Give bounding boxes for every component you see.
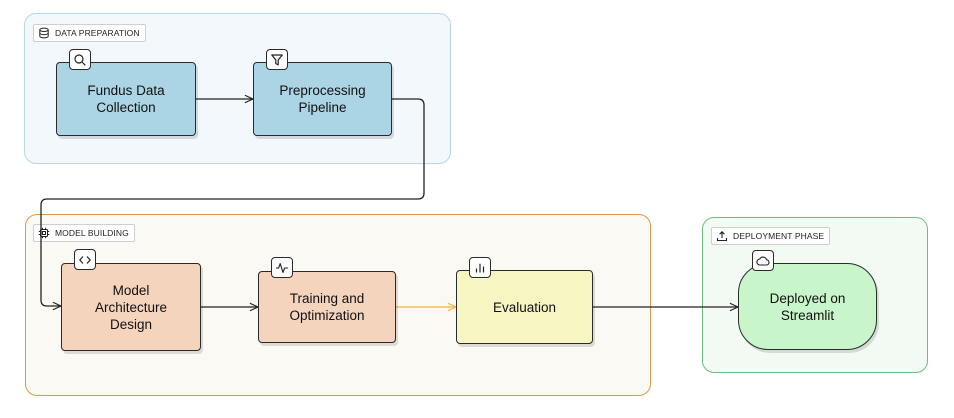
- node-model-architecture-design[interactable]: Model Architecture Design: [61, 263, 201, 351]
- model-building-title: MODEL BUILDING: [55, 228, 129, 238]
- search-icon: [74, 53, 86, 66]
- deployment-badge: [752, 250, 774, 271]
- node-evaluation[interactable]: Evaluation: [456, 270, 593, 344]
- deployment-phase-title: DEPLOYMENT PHASE: [733, 231, 825, 241]
- preprocessing-badge: [266, 49, 288, 70]
- activity-icon: [276, 262, 288, 273]
- deployment-phase-label: DEPLOYMENT PHASE: [711, 227, 831, 245]
- node-training-and-optimization[interactable]: Training and Optimization: [258, 271, 396, 343]
- upload-icon: [716, 231, 728, 242]
- bar-chart-icon: [475, 263, 485, 272]
- node-deployed-on-streamlit-label: Deployed on Streamlit: [769, 290, 846, 323]
- node-fundus-data-collection-label: Fundus Data Collection: [87, 83, 165, 115]
- architecture-badge: [74, 249, 96, 270]
- node-preprocessing-pipeline[interactable]: Preprocessing Pipeline: [253, 62, 392, 136]
- node-deployed-on-streamlit[interactable]: Deployed on Streamlit: [738, 263, 877, 350]
- cloud-icon: [756, 256, 770, 266]
- training-badge: [271, 257, 293, 278]
- data-preparation-title: DATA PREPARATION: [55, 28, 140, 38]
- collection-badge: [69, 49, 91, 70]
- evaluation-badge: [469, 257, 491, 278]
- database-icon: [39, 27, 49, 39]
- node-model-architecture-design-label: Model Architecture Design: [94, 282, 168, 332]
- node-fundus-data-collection[interactable]: Fundus Data Collection: [56, 62, 196, 136]
- data-preparation-label: DATA PREPARATION: [33, 24, 146, 42]
- node-preprocessing-pipeline-label: Preprocessing Pipeline: [279, 83, 366, 115]
- filter-icon: [271, 53, 283, 65]
- code-icon: [79, 255, 91, 264]
- edge-preprocessing-to-architecture: [40, 98, 425, 306]
- node-evaluation-label: Evaluation: [492, 299, 557, 315]
- node-training-and-optimization-label: Training and Optimization: [289, 291, 365, 323]
